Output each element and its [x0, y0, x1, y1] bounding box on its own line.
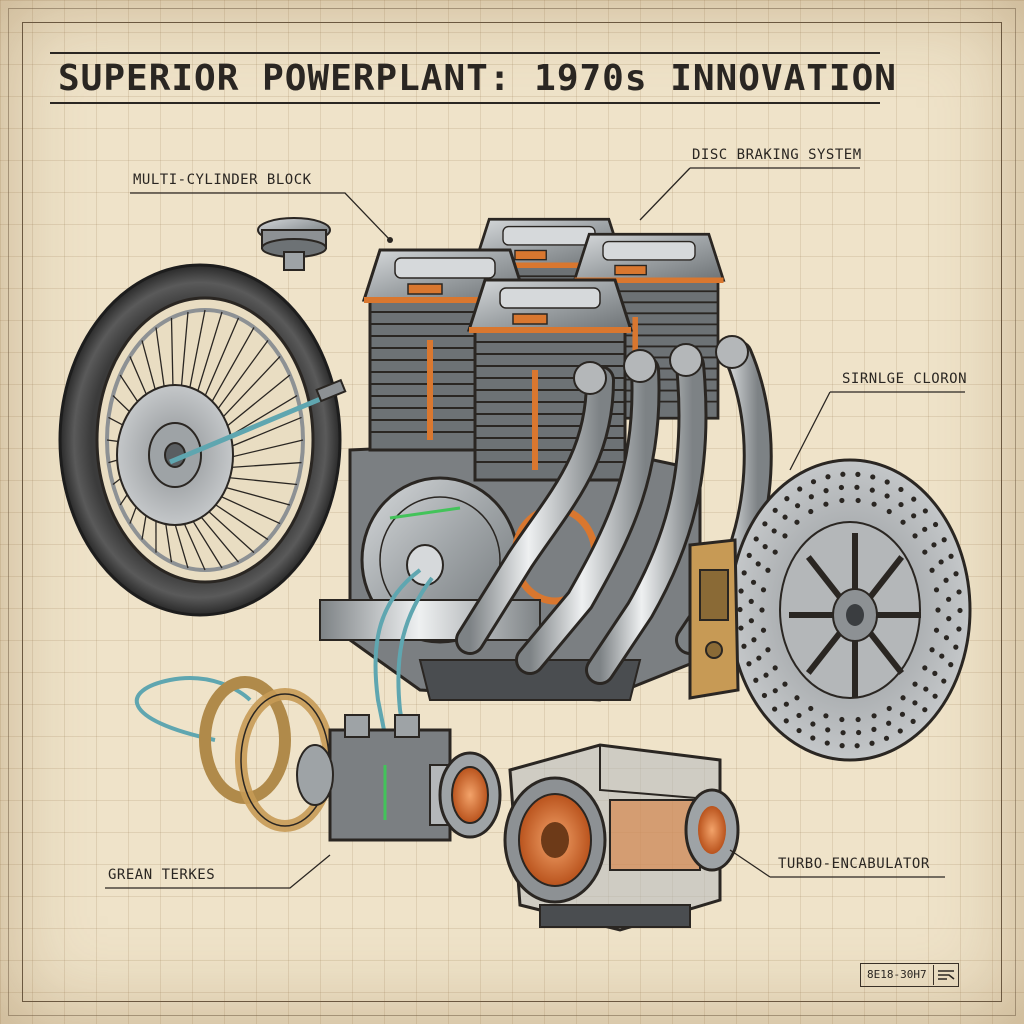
- drawing-stamp: 8E18-30H7: [860, 963, 959, 987]
- brake-caliper: [688, 538, 740, 700]
- leader-lines: [105, 167, 965, 889]
- brake-rotor: [728, 458, 972, 762]
- label-grean-terkes: GREAN TERKES: [108, 867, 216, 883]
- label-turbo-encabulator: TURBO-ENCABULATOR: [778, 856, 930, 872]
- leader-dot-block: [387, 237, 393, 243]
- fuel-hose-2: [396, 576, 434, 741]
- title-rule-bottom: [50, 102, 880, 104]
- label-sirnlge-cloron: SIRNLGE CLORON: [842, 371, 968, 387]
- page-title: SUPERIOR POWERPLANT: 1970s INNOVATION: [58, 58, 897, 99]
- label-disc-braking-system: DISC BRAKING SYSTEM: [692, 147, 862, 163]
- fuel-hose-1: [373, 568, 422, 736]
- stamp-mark-icon: [934, 965, 958, 985]
- title-rule-top: [50, 52, 880, 54]
- cylinder-bank: [361, 217, 726, 482]
- bearing-cap-part: [257, 217, 331, 271]
- brake-line-front: [169, 392, 331, 465]
- label-multi-cylinder-block: MULTI-CYLINDER BLOCK: [133, 172, 312, 188]
- turbo-encabulator: [503, 743, 740, 932]
- stamp-code: 8E18-30H7: [861, 965, 934, 985]
- brake-line-fitting: [315, 378, 347, 403]
- spoked-wheel: [58, 263, 342, 617]
- carburetor: [296, 714, 502, 842]
